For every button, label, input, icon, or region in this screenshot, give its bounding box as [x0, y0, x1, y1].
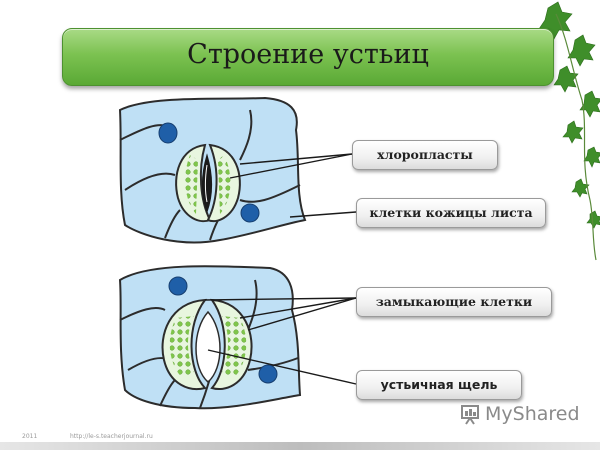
bottom-nucleus-left: [168, 276, 188, 296]
footer-url: http://le-s.teacherjournal.ru: [70, 433, 153, 440]
bottom-nucleus-right: [258, 364, 278, 384]
top-pore: [202, 153, 212, 214]
title-banner: Строение устьиц: [62, 28, 554, 86]
footer-bar: [0, 442, 600, 450]
bottom-guard-cells: [161, 298, 253, 390]
pointer-lines: [204, 153, 357, 385]
footer-year: 2011: [22, 433, 38, 440]
label-guard-cells: замыкающие клетки: [356, 287, 552, 317]
top-epidermis: [118, 96, 307, 244]
slide-title: Строение устьиц: [187, 39, 429, 70]
label-stomatal-pore: устьичная щель: [356, 370, 522, 400]
top-nucleus-left: [158, 122, 178, 144]
watermark-text: MyShared: [485, 403, 580, 425]
top-guard-cells: [175, 143, 241, 223]
bottom-pore: [195, 310, 221, 383]
label-chloroplasts: хлоропласты: [352, 140, 498, 170]
presentation-icon: [461, 405, 479, 425]
top-nucleus-right: [240, 203, 260, 223]
label-epidermis-cells: клетки кожицы листа: [356, 198, 546, 228]
